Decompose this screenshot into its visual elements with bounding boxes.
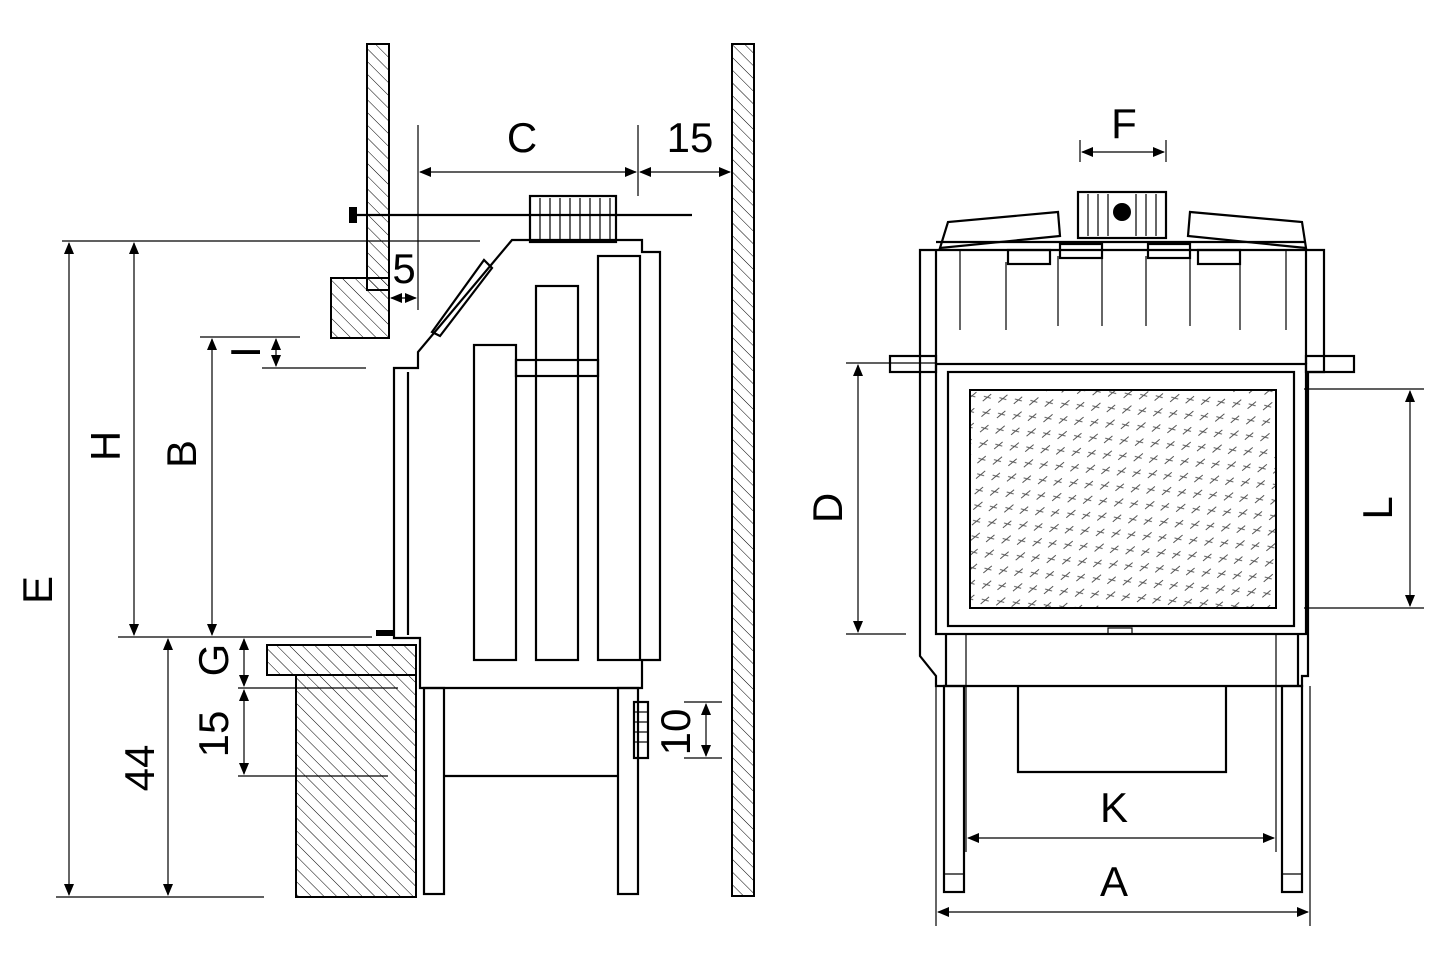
label-15-top: 15 <box>667 114 714 161</box>
label-10: 10 <box>652 709 699 756</box>
label-F: F <box>1111 100 1137 147</box>
rod-knob <box>349 207 357 223</box>
hood-right <box>1186 210 1308 250</box>
side-extension-lines <box>56 125 722 898</box>
rear-leg <box>616 686 640 896</box>
front-right-leg <box>1280 684 1304 894</box>
deflector-plate <box>430 258 494 338</box>
front-flue-collar <box>1076 190 1168 240</box>
front-extension-lines <box>846 140 1424 926</box>
front-leg <box>422 686 446 896</box>
label-L: L <box>1354 496 1401 519</box>
label-15-shelf: 15 <box>190 711 237 758</box>
label-B: B <box>158 440 205 468</box>
flue-collar <box>528 194 618 244</box>
mantel-shelf <box>266 644 417 676</box>
left-tab <box>888 354 938 374</box>
side-wall <box>731 43 755 897</box>
insert-body <box>392 238 662 690</box>
front-left-leg <box>942 684 966 894</box>
label-C: C <box>507 114 537 161</box>
right-tab <box>1304 354 1356 374</box>
label-D: D <box>804 493 851 523</box>
flue-ribs <box>539 198 611 240</box>
label-A: A <box>1100 858 1128 905</box>
vent-3 <box>1146 242 1192 260</box>
label-G: G <box>190 644 237 677</box>
side-panel-3 <box>596 254 642 662</box>
door-handle <box>1107 627 1133 635</box>
vent-2 <box>1058 242 1104 260</box>
side-view: C 15 5 I H B E G 15 44 10 <box>14 43 755 898</box>
label-5: 5 <box>392 245 415 292</box>
vent-1 <box>1006 248 1052 266</box>
side-panel-2 <box>534 284 580 662</box>
vent-4 <box>1196 248 1242 266</box>
back-wall <box>366 43 390 291</box>
label-44: 44 <box>116 745 163 792</box>
ash-pan <box>1016 686 1228 774</box>
label-H: H <box>82 431 129 461</box>
handle-bar <box>514 358 600 378</box>
front-body <box>918 248 1326 688</box>
label-K: K <box>1100 784 1128 831</box>
wall-bracket <box>330 277 390 339</box>
adjuster-wheel <box>632 700 650 760</box>
door-glass <box>969 389 1277 609</box>
front-view: F D L K A <box>804 100 1424 926</box>
base-block <box>295 674 417 898</box>
label-E: E <box>14 576 61 604</box>
side-panel-1 <box>472 343 518 662</box>
hood-left <box>938 210 1062 250</box>
label-I: I <box>222 346 269 358</box>
door-latch <box>376 630 394 636</box>
door-inner-frame <box>946 370 1296 628</box>
